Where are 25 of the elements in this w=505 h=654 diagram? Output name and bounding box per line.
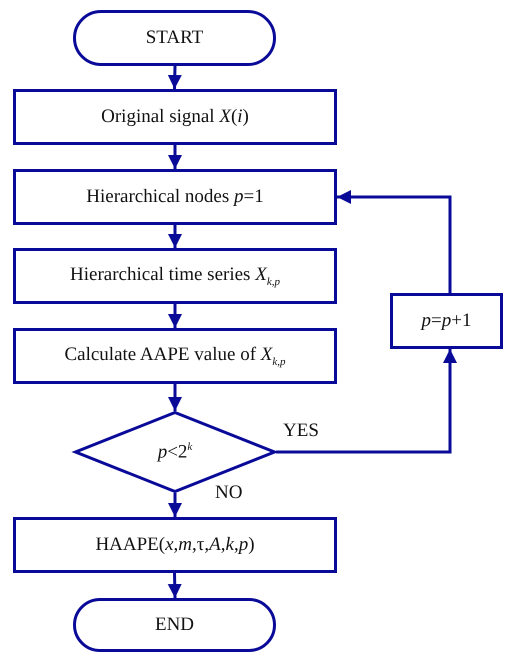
step-label: START bbox=[146, 27, 204, 49]
step-label: END bbox=[154, 614, 194, 636]
flow-arrow bbox=[168, 225, 182, 248]
flow-arrow bbox=[168, 145, 182, 169]
step-label: Hierarchical nodes p=1 bbox=[86, 186, 264, 208]
step-label: Hierarchical time series X$_{k,p}$ bbox=[70, 264, 280, 288]
flow-arrow bbox=[168, 66, 182, 90]
terminal-box bbox=[73, 598, 276, 652]
step-label: Calculate AAPE value of X$_{k,p}$ bbox=[64, 344, 286, 368]
step-label: Original signal X(i) bbox=[101, 106, 249, 128]
process-box bbox=[13, 248, 337, 304]
flow-arrow bbox=[337, 190, 452, 293]
process-box bbox=[13, 328, 337, 384]
flow-arrow bbox=[276, 349, 457, 454]
step-label: p=p+1 bbox=[422, 310, 472, 332]
process-box bbox=[390, 293, 503, 349]
process-box bbox=[13, 89, 337, 145]
condition-text: p<2$^{k}$ bbox=[158, 440, 192, 464]
flow-arrow bbox=[168, 384, 182, 411]
process-box bbox=[13, 169, 337, 225]
flow-arrow bbox=[168, 493, 182, 517]
flow-arrow bbox=[168, 304, 182, 328]
flow-arrow bbox=[168, 572, 182, 598]
process-box bbox=[13, 517, 337, 573]
step-label: HAAPE(x,m,τ,A,k,p) bbox=[95, 534, 255, 556]
